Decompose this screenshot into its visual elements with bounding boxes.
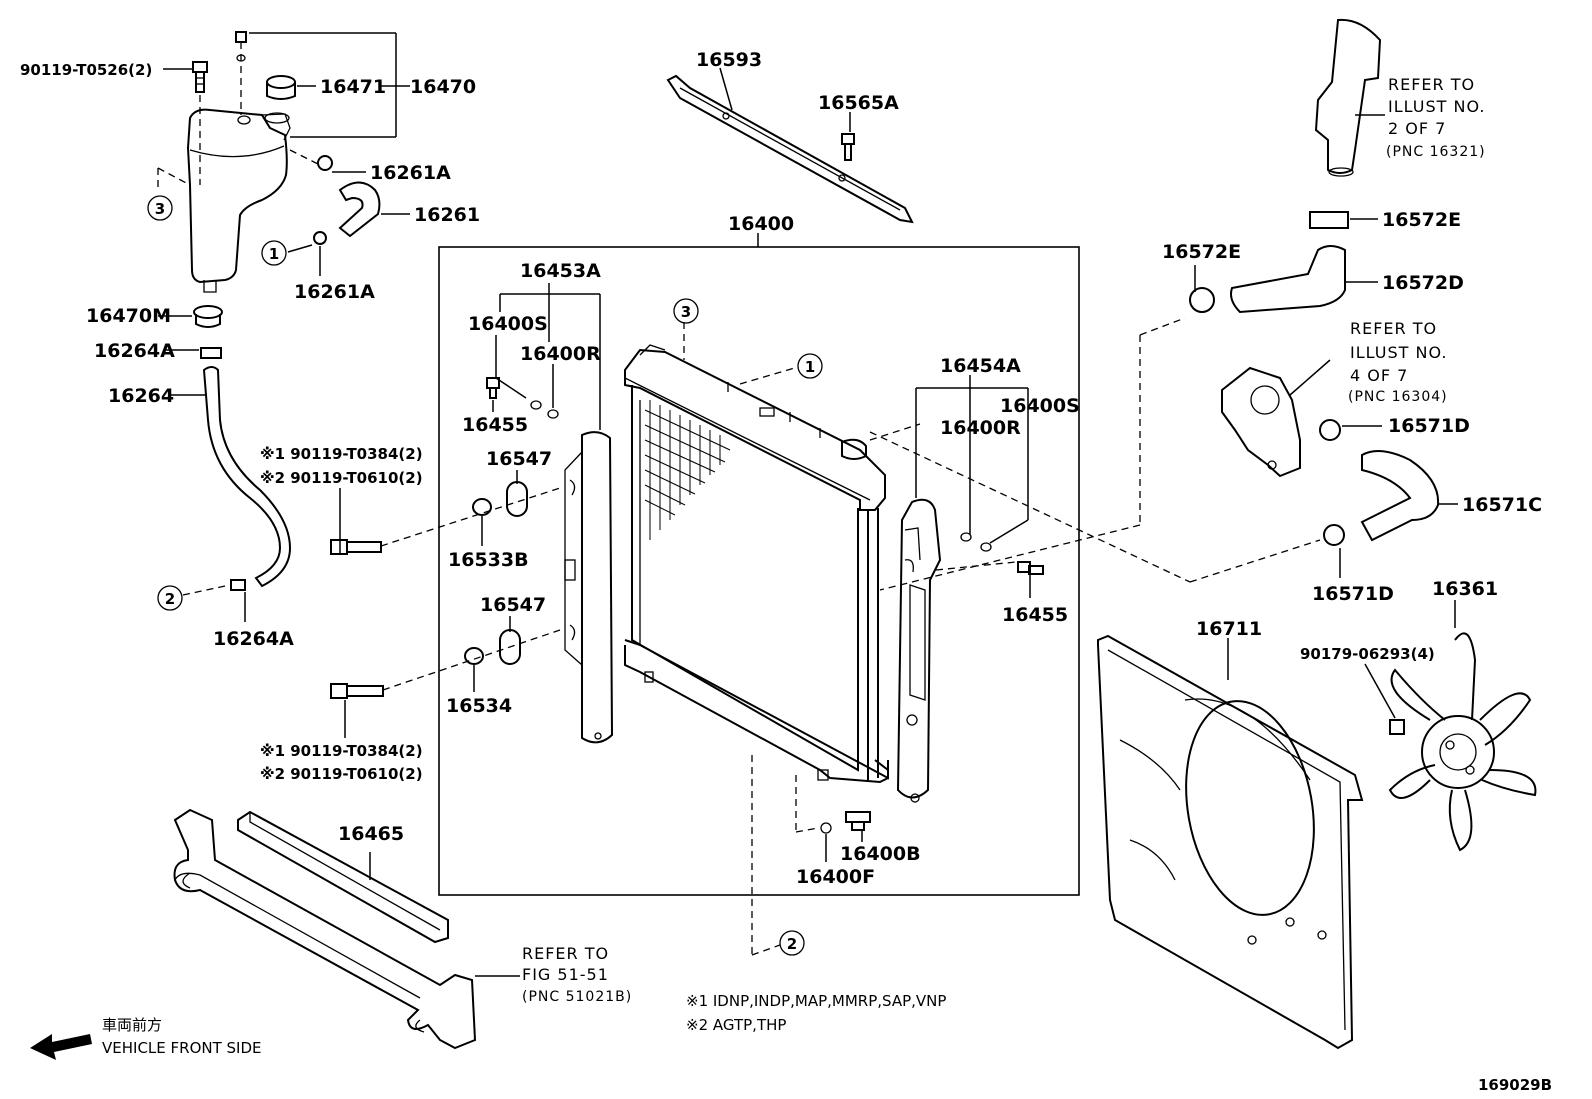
label-16400F: 16400F xyxy=(796,866,875,888)
label-16455-right: 16455 xyxy=(1002,604,1068,626)
lower-radiator-support xyxy=(173,808,477,1050)
label-16400S-right: 16400S xyxy=(1000,395,1080,417)
svg-text:(PNC 51021B): (PNC 51021B) xyxy=(522,989,632,1005)
label-16565A: 16565A xyxy=(818,92,899,114)
svg-text:2: 2 xyxy=(787,935,797,953)
water-outlet xyxy=(1314,18,1382,177)
reference-bottom: REFER TO FIG 51-51 (PNC 51021B) xyxy=(522,944,632,1005)
label-bolt-upper-1: ※1 90119-T0384(2) xyxy=(260,445,423,463)
svg-text:REFER TO: REFER TO xyxy=(1388,75,1475,94)
label-16400: 16400 xyxy=(728,213,794,235)
label-16455-left: 16455 xyxy=(462,414,528,436)
svg-text:1: 1 xyxy=(269,245,279,263)
label-16264A-top: 16264A xyxy=(94,340,175,362)
label-16400B: 16400B xyxy=(840,843,921,865)
svg-text:REFER TO: REFER TO xyxy=(1350,319,1437,338)
label-90119-T0526: 90119-T0526(2) xyxy=(20,61,152,79)
cooling-fan-16361 xyxy=(1388,632,1537,852)
circle-marker-1-left: 1 xyxy=(261,240,287,266)
label-16261: 16261 xyxy=(414,204,480,226)
svg-text:3: 3 xyxy=(155,200,165,218)
svg-text:FIG 51-51: FIG 51-51 xyxy=(522,965,609,984)
label-16547-upper: 16547 xyxy=(486,448,552,470)
label-16454A: 16454A xyxy=(940,355,1021,377)
label-16711: 16711 xyxy=(1196,618,1262,640)
label-16572E-right: 16572E xyxy=(1382,209,1461,231)
label-bolt-lower-1: ※1 90119-T0384(2) xyxy=(260,742,423,760)
circle-marker-1-radiator: 1 xyxy=(797,353,823,379)
radiator-core xyxy=(624,344,889,784)
label-16264A-bottom: 16264A xyxy=(213,628,294,650)
grommet-16470M xyxy=(193,305,223,328)
seal-16465 xyxy=(237,810,449,944)
reservoir-tank-group xyxy=(157,31,410,622)
vehicle-front-direction: 車両前方 VEHICLE FRONT SIDE xyxy=(30,1016,262,1060)
hose-16572D xyxy=(1230,245,1346,314)
label-16264: 16264 xyxy=(108,385,174,407)
arrow-left-icon xyxy=(30,1034,92,1060)
label-16361: 16361 xyxy=(1432,578,1498,600)
label-16400R-left: 16400R xyxy=(520,343,601,365)
svg-text:(PNC 16304): (PNC 16304) xyxy=(1348,389,1448,405)
label-16593: 16593 xyxy=(696,49,762,71)
hose-16571C xyxy=(1360,450,1440,542)
bolt-upper xyxy=(330,539,382,555)
label-16571D-upper: 16571D xyxy=(1388,415,1470,437)
radiator-assembly-frame xyxy=(438,246,1080,896)
svg-text:(PNC 16321): (PNC 16321) xyxy=(1386,144,1486,160)
svg-text:VEHICLE FRONT SIDE: VEHICLE FRONT SIDE xyxy=(102,1039,262,1057)
fan-shroud-16711 xyxy=(1097,634,1364,1050)
label-bolt-lower-2: ※2 90119-T0610(2) xyxy=(260,765,423,783)
cushion-upper xyxy=(472,481,528,517)
svg-text:2 OF 7: 2 OF 7 xyxy=(1388,119,1446,138)
svg-text:ILLUST NO.: ILLUST NO. xyxy=(1350,343,1447,362)
cushion-lower xyxy=(464,629,521,665)
circle-marker-2-left: 2 xyxy=(157,585,183,611)
svg-text:2: 2 xyxy=(165,590,175,608)
svg-text:車両前方: 車両前方 xyxy=(102,1016,162,1034)
label-16572E-left: 16572E xyxy=(1162,241,1241,263)
label-16400R-right: 16400R xyxy=(940,417,1021,439)
svg-text:ILLUST NO.: ILLUST NO. xyxy=(1388,97,1485,116)
label-16453A: 16453A xyxy=(520,260,601,282)
svg-text:1: 1 xyxy=(805,358,815,376)
radiator-support-left-16453A xyxy=(564,431,614,744)
water-pump xyxy=(1221,366,1301,478)
circle-marker-2-bottom: 2 xyxy=(779,930,805,956)
footnote-1: ※1 IDNP,INDP,MAP,MMRP,SAP,VNP xyxy=(686,992,946,1010)
label-16547-lower: 16547 xyxy=(480,594,546,616)
label-16470M: 16470M xyxy=(86,305,171,327)
reference-mid-right: REFER TO ILLUST NO. 4 OF 7 (PNC 16304) xyxy=(1348,319,1448,405)
label-16400S-left: 16400S xyxy=(468,313,548,335)
label-16533B: 16533B xyxy=(448,549,529,571)
svg-text:REFER TO: REFER TO xyxy=(522,944,609,963)
circle-marker-3-left: 3 xyxy=(147,195,173,221)
bolt-90119-T0526 xyxy=(192,61,208,93)
reference-top-right: REFER TO ILLUST NO. 2 OF 7 (PNC 16321) xyxy=(1386,75,1486,160)
svg-text:4 OF 7: 4 OF 7 xyxy=(1350,366,1408,385)
label-16471: 16471 xyxy=(320,76,386,98)
label-90179-06293: 90179-06293(4) xyxy=(1300,645,1435,663)
label-16465: 16465 xyxy=(338,823,404,845)
label-16534: 16534 xyxy=(446,695,512,717)
label-16261A-bottom: 16261A xyxy=(294,281,375,303)
label-16572D: 16572D xyxy=(1382,272,1464,294)
bolt-lower xyxy=(330,683,384,699)
footnote-2: ※2 AGTP,THP xyxy=(686,1016,786,1034)
label-16571C: 16571C xyxy=(1462,494,1542,516)
circle-marker-3-radiator: 3 xyxy=(673,298,699,324)
radiator-support-right-16454A xyxy=(896,498,942,803)
support-16593 xyxy=(666,67,914,224)
cap-16471 xyxy=(266,75,296,100)
reservoir-tank xyxy=(186,108,291,293)
label-16470: 16470 xyxy=(410,76,476,98)
bolt-16565A xyxy=(841,112,855,161)
label-16261A-top: 16261A xyxy=(370,162,451,184)
radiator-fins xyxy=(644,400,731,540)
label-bolt-upper-2: ※2 90119-T0610(2) xyxy=(260,469,423,487)
diagram-code: 169029B xyxy=(1478,1076,1552,1094)
label-16571D-lower: 16571D xyxy=(1312,583,1394,605)
svg-text:3: 3 xyxy=(681,303,691,321)
